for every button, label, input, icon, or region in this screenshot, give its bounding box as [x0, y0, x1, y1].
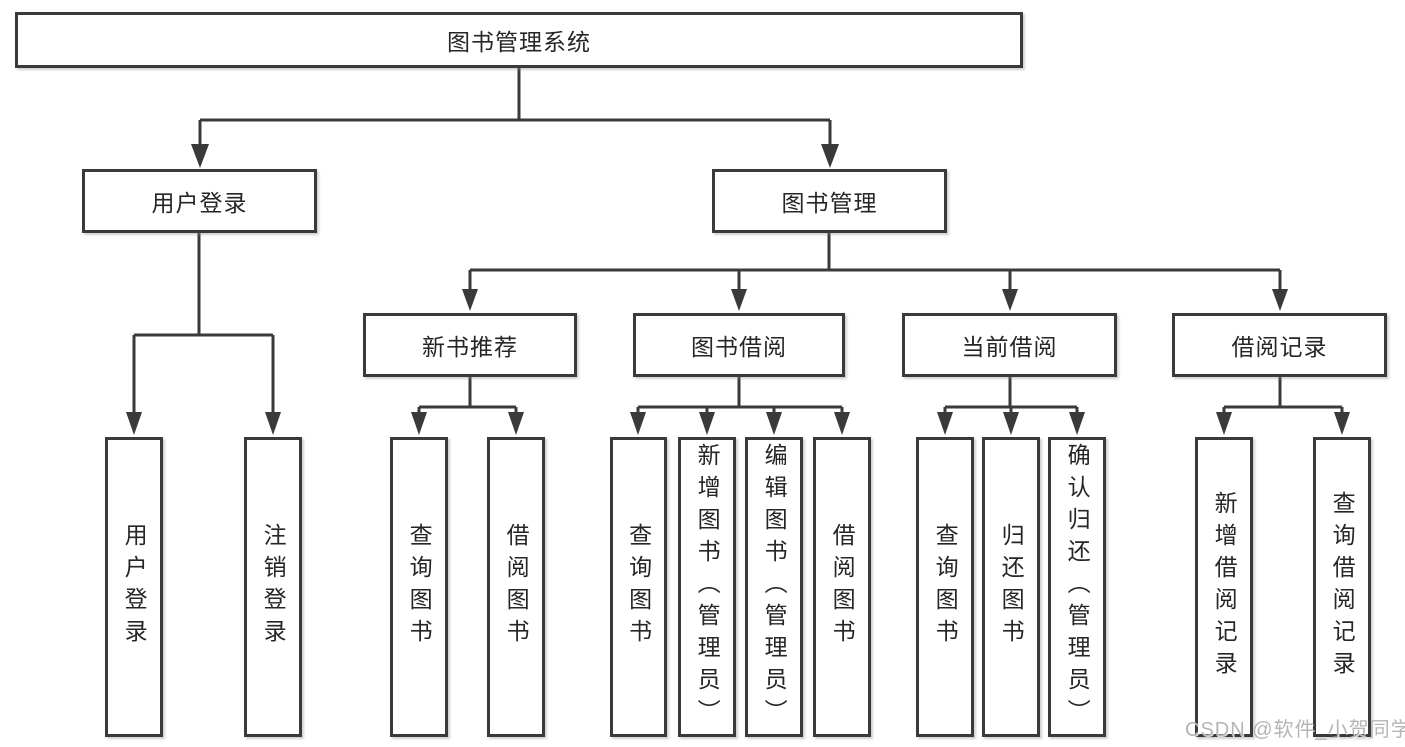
leaf-logout-label: 注销登录 [260, 523, 287, 651]
node-new-book-recommend: 新书推荐 [363, 313, 577, 377]
node-user-login: 用户登录 [82, 169, 317, 233]
leaf-user-login: 用户登录 [105, 437, 163, 737]
leaf-current-return-books: 归还图书 [982, 437, 1040, 737]
leaf-records-query-record: 查询借阅记录 [1313, 437, 1371, 737]
leaf-borrow-edit-books-admin: 编辑图书（管理员） [745, 437, 803, 737]
leaf-borrow-query-books-label: 查询图书 [625, 523, 652, 651]
node-current-borrow-label: 当前借阅 [961, 334, 1058, 360]
leaf-records-add-record-label: 新增借阅记录 [1211, 491, 1238, 683]
leaf-newbook-query-books-label: 查询图书 [406, 523, 433, 651]
node-library-system-label: 图书管理系统 [447, 29, 591, 55]
node-user-login-label: 用户登录 [151, 190, 248, 216]
connector-root-to-level2 [191, 68, 839, 168]
leaf-current-query-books-label: 查询图书 [932, 523, 959, 651]
leaf-borrow-edit-books-admin-label: 编辑图书（管理员） [761, 443, 788, 731]
connector-user-login-children [126, 233, 281, 435]
leaf-current-confirm-return-admin-label: 确认归还（管理员） [1064, 443, 1091, 731]
leaf-user-login-label: 用户登录 [121, 523, 148, 651]
connector-book-management-children [462, 233, 1288, 311]
leaf-records-add-record: 新增借阅记录 [1195, 437, 1253, 737]
node-borrow-records-label: 借阅记录 [1231, 334, 1328, 360]
leaf-current-confirm-return-admin: 确认归还（管理员） [1048, 437, 1106, 737]
leaf-newbook-borrow-books-label: 借阅图书 [503, 523, 530, 651]
leaf-borrow-query-books: 查询图书 [610, 437, 667, 737]
leaf-current-query-books: 查询图书 [916, 437, 974, 737]
leaf-newbook-borrow-books: 借阅图书 [487, 437, 545, 737]
leaf-borrow-borrow-books: 借阅图书 [813, 437, 871, 737]
connector-book-borrow-children [630, 377, 850, 435]
connector-new-book-children [411, 377, 524, 435]
leaf-borrow-add-books-admin: 新增图书（管理员） [678, 437, 736, 737]
leaf-borrow-add-books-admin-label: 新增图书（管理员） [694, 443, 721, 731]
leaf-borrow-borrow-books-label: 借阅图书 [829, 523, 856, 651]
leaf-newbook-query-books: 查询图书 [390, 437, 448, 737]
connector-current-borrow-children [937, 377, 1085, 435]
node-new-book-recommend-label: 新书推荐 [422, 334, 518, 360]
node-book-management-label: 图书管理 [781, 190, 878, 216]
leaf-current-return-books-label: 归还图书 [998, 523, 1025, 651]
leaf-records-query-record-label: 查询借阅记录 [1329, 491, 1356, 683]
connector-borrow-records-children [1216, 377, 1350, 435]
node-library-system: 图书管理系统 [15, 12, 1023, 68]
node-book-borrow-label: 图书借阅 [691, 334, 787, 360]
node-borrow-records: 借阅记录 [1172, 313, 1387, 377]
node-current-borrow: 当前借阅 [902, 313, 1117, 377]
node-book-management: 图书管理 [712, 169, 947, 233]
leaf-logout: 注销登录 [244, 437, 302, 737]
node-book-borrow: 图书借阅 [633, 313, 845, 377]
